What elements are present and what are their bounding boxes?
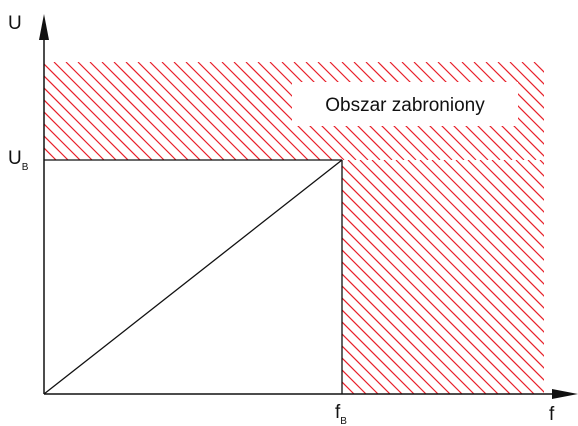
right-hatch-line [455,160,544,249]
forbidden-zone-right-hatch [342,160,578,394]
top-hatch-line [233,62,333,160]
right-hatch-line [342,225,511,394]
top-hatch-line [125,62,225,160]
y-axis-label: U [8,13,22,34]
right-hatch-line [552,160,578,394]
top-hatch-line [101,62,201,160]
top-hatch-line [149,62,249,160]
right-hatch-line [359,160,544,345]
top-hatch-line [137,62,237,160]
right-hatch-line [342,177,544,381]
forbidden-zone-label: Obszar zabroniony [325,95,485,116]
top-hatch-line [44,63,141,160]
top-hatch-line [53,62,153,160]
right-hatch-line [431,160,544,273]
top-hatch-line [197,62,297,160]
top-hatch-line [485,62,544,121]
top-hatch-line [89,62,189,160]
forbidden-zone-label-box [292,82,518,126]
axes [39,14,578,399]
x-axis-arrow-icon [552,389,578,399]
top-hatch-line [65,62,165,160]
right-hatch-line [383,160,544,321]
right-hatch-line [419,160,544,285]
right-hatch-line [342,165,544,369]
y-axis-arrow-icon [39,14,49,40]
top-hatch-line [161,62,261,160]
right-hatch-line [342,345,391,394]
u-f-characteristic-line [43,159,343,395]
right-hatch-line [395,160,544,309]
top-hatch-line [209,62,309,160]
right-hatch-line [342,201,535,394]
right-hatch-line [342,213,523,394]
right-hatch-line [443,160,544,261]
right-hatch-line [342,273,463,394]
right-hatch-line [342,249,487,394]
top-hatch-line [44,87,117,160]
right-hatch-line [342,381,355,394]
right-hatch-line [342,297,439,394]
right-hatch-line [539,160,544,165]
right-hatch-line [491,160,544,213]
right-hatch-line [342,369,367,394]
top-hatch-line [558,62,578,160]
right-hatch-line [479,160,544,225]
right-hatch-line [467,160,544,237]
top-hatch-line [570,62,578,160]
right-hatch-line [503,160,544,201]
top-hatch-line [173,62,273,160]
right-hatch-line [407,160,544,297]
top-hatch-line [473,62,544,133]
right-hatch-line [342,285,451,394]
top-hatch-line [44,75,129,160]
f-b-mark: fB [335,402,347,426]
top-hatch-line [44,111,93,160]
top-hatch-line [44,123,81,160]
top-hatch-line [113,62,213,160]
x-axis-label: f [549,404,555,425]
right-hatch-line [342,237,499,394]
top-hatch-line [533,62,544,73]
right-hatch-line [342,357,379,394]
right-hatch-line [371,160,544,333]
top-hatch-line [546,62,578,160]
top-hatch-line [44,147,57,160]
right-hatch-line [342,393,343,394]
right-hatch-line [564,160,578,394]
right-hatch-line [347,160,544,357]
u-b-mark-main: U [8,148,22,169]
top-hatch-line [44,99,105,160]
top-hatch-line [44,135,69,160]
top-hatch-line [44,159,45,160]
top-hatch-line [497,62,544,109]
top-hatch-line [77,62,177,160]
top-hatch-line [509,62,544,97]
right-hatch-line [342,321,415,394]
f-b-mark-main: f [335,402,341,423]
right-hatch-line [342,189,544,393]
u-b-mark: UB [8,148,29,173]
top-hatch-line [521,62,544,85]
right-hatch-line [342,309,427,394]
f-b-mark-sub: B [340,416,347,426]
u-b-mark-sub: B [22,162,29,173]
right-hatch-line [342,261,475,394]
top-hatch-line [221,62,321,160]
right-hatch-line [342,333,403,394]
top-hatch-line [185,62,285,160]
permitted-region-outline [43,159,343,395]
